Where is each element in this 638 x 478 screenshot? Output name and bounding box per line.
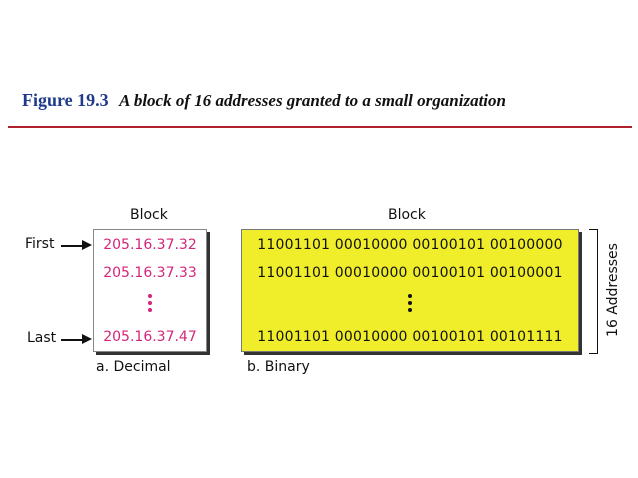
binary-block-header: Block bbox=[388, 207, 426, 223]
last-arrow-head bbox=[82, 334, 92, 344]
binary-address-second: 11001101 00010000 00100101 00100001 bbox=[257, 265, 563, 281]
decimal-address-last: 205.16.37.47 bbox=[103, 329, 197, 345]
first-arrow-head bbox=[82, 240, 92, 250]
last-arrow bbox=[61, 339, 83, 341]
first-arrow bbox=[61, 245, 83, 247]
decimal-address-second: 205.16.37.33 bbox=[103, 265, 197, 281]
binary-block: 11001101 00010000 00100101 00100000 1100… bbox=[241, 229, 579, 352]
figure-label: Figure 19.3 bbox=[22, 90, 109, 110]
binary-caption: b. Binary bbox=[247, 359, 310, 375]
last-label: Last bbox=[27, 330, 57, 346]
decimal-block-header: Block bbox=[130, 207, 168, 223]
decimal-caption: a. Decimal bbox=[96, 359, 171, 375]
first-label: First bbox=[25, 236, 55, 252]
figure-caption: A block of 16 addresses granted to a sma… bbox=[119, 91, 506, 110]
decimal-address-first: 205.16.37.32 bbox=[103, 237, 197, 253]
title-divider bbox=[8, 126, 632, 128]
decimal-block: 205.16.37.32 205.16.37.33 205.16.37.47 bbox=[93, 229, 207, 352]
binary-address-last: 11001101 00010000 00100101 00101111 bbox=[257, 329, 563, 345]
binary-ellipsis bbox=[408, 294, 412, 312]
binary-address-first: 11001101 00010000 00100101 00100000 bbox=[257, 237, 563, 253]
decimal-ellipsis bbox=[148, 294, 152, 312]
range-bracket bbox=[589, 229, 598, 354]
figure-title: Figure 19.3 A block of 16 addresses gran… bbox=[22, 88, 622, 113]
bracket-label: 16 Addresses bbox=[605, 243, 621, 337]
